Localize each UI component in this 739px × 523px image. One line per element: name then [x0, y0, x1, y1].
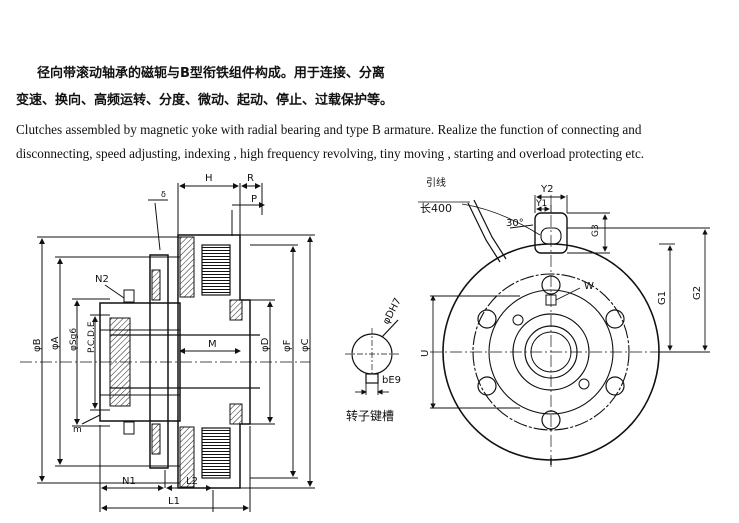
- dim-phiD: φD: [260, 337, 271, 352]
- dim-phiSg6: φSg6: [69, 328, 79, 351]
- dim-P: P: [251, 194, 257, 205]
- dim-m: m: [73, 425, 82, 435]
- side-view: [20, 183, 315, 512]
- front-view: [418, 194, 710, 470]
- description-cn-line2: 变速、换向、高频运转、分度、微动、起动、停止、过载保护等。: [16, 93, 394, 108]
- keyway-view: [345, 319, 400, 395]
- dim-M: M: [208, 339, 217, 350]
- dim-W: W: [584, 281, 594, 292]
- dim-phiA: φA: [50, 336, 61, 350]
- dim-bE9: bE9: [382, 375, 401, 386]
- keyway-caption: 转子键槽: [346, 408, 394, 423]
- dim-G1: G1: [657, 291, 668, 305]
- dim-Y1: Y1: [535, 199, 547, 209]
- dim-pcd: P.C.D.E: [87, 321, 97, 353]
- dim-H: H: [205, 173, 213, 184]
- dim-N2: N2: [95, 274, 109, 285]
- description-en-line1: Clutches assembled by magnetic yoke with…: [16, 122, 642, 137]
- angle-label: 30°: [506, 218, 524, 229]
- dim-phiB: φB: [32, 338, 43, 352]
- dim-delta: δ: [161, 190, 166, 199]
- dim-G3: G3: [591, 224, 601, 237]
- dim-U: U: [420, 350, 431, 357]
- dim-phiC: φC: [300, 338, 311, 352]
- lead-wire-label: 引线: [426, 176, 446, 189]
- dim-R: R: [247, 173, 254, 184]
- dim-phiDH7: φDH7: [381, 296, 404, 326]
- dim-L2: L2: [186, 476, 198, 487]
- dim-L1: L1: [168, 496, 180, 507]
- description-en-line2: disconnecting, speed adjusting, indexing…: [16, 146, 645, 161]
- description-cn-line1: 径向带滚动轴承的磁轭与B型衔铁组件构成。用于连接、分离: [37, 66, 385, 81]
- lead-length-label: 长400: [420, 202, 452, 215]
- dim-phiF: φF: [282, 339, 293, 352]
- dim-G2: G2: [692, 286, 703, 300]
- dim-N1: N1: [122, 476, 136, 487]
- dim-Y2: Y2: [540, 184, 553, 195]
